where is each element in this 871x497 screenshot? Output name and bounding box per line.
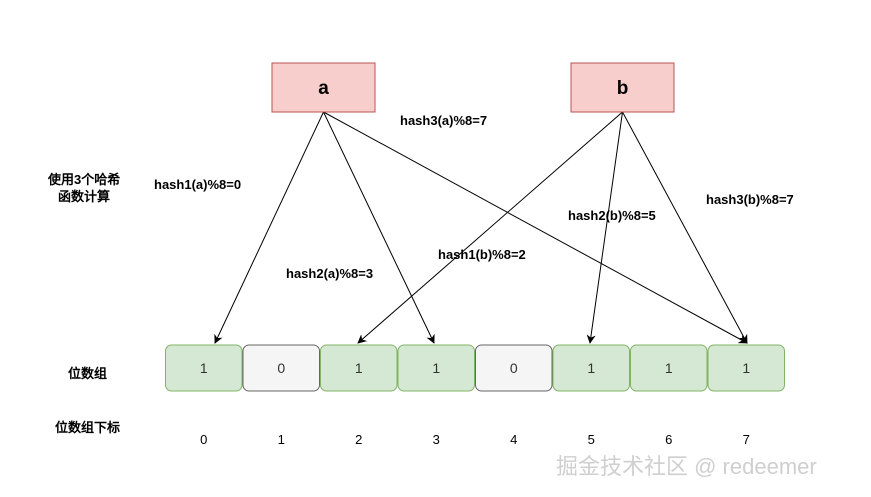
- bit-index-4: 4: [510, 432, 517, 447]
- element-a-box: [271, 62, 376, 113]
- bit-cell-7: 1: [707, 344, 785, 392]
- bit-index-5: 5: [588, 432, 595, 447]
- hash-label-hash2-b: hash2(b)%8=5: [568, 208, 656, 223]
- bit-index-7: 7: [743, 432, 750, 447]
- bit-cell-6: 1: [630, 344, 708, 392]
- bit-index-2: 2: [355, 432, 362, 447]
- bit-cell-box: [242, 344, 320, 392]
- bit-cell-0: 1: [165, 344, 243, 392]
- bit-cell-value: 1: [432, 360, 440, 376]
- bit-cell-value: 1: [200, 360, 208, 376]
- bit-cell-value: 1: [587, 360, 595, 376]
- bit-cell-box: [630, 344, 708, 392]
- bit-cell-box: [165, 344, 243, 392]
- hash-arrows: [214, 111, 748, 344]
- bit-index-1: 1: [278, 432, 285, 447]
- bit-index-0: 0: [200, 432, 207, 447]
- bit-cell-2: 1: [320, 344, 398, 392]
- watermark: 掘金技术社区 @ redeemer: [556, 454, 817, 479]
- bit-cell-box: [397, 344, 475, 392]
- arrow-a-to-bit-0: [214, 111, 324, 344]
- bit-cell-value: 1: [665, 360, 673, 376]
- arrow-b-to-bit-5: [586, 111, 623, 344]
- bit-array-label: 位数组: [68, 366, 107, 381]
- arrow-b-to-bit-7: [622, 111, 748, 344]
- bit-cell-value: 0: [277, 360, 285, 376]
- element-b: b: [570, 62, 675, 113]
- bit-cell-box: [707, 344, 785, 392]
- element-a-label: a: [318, 78, 329, 99]
- bit-array-indices: 0 1 2 3 4 5 6 7: [200, 432, 750, 447]
- bit-index-3: 3: [433, 432, 440, 447]
- bit-cell-box: [552, 344, 630, 392]
- element-b-box: [570, 62, 675, 113]
- hash-label-hash1-b: hash1(b)%8=2: [438, 247, 526, 262]
- element-b-label: b: [617, 78, 629, 99]
- hash-caption-line2: 函数计算: [58, 189, 110, 204]
- index-label: 位数组下标: [55, 420, 120, 435]
- bit-cell-5: 1: [552, 344, 630, 392]
- bit-cell-1: 0: [242, 344, 320, 392]
- bit-array: 1 0 1 1 0 1 1 1: [165, 344, 785, 392]
- bit-cell-value: 0: [510, 360, 518, 376]
- arrow-b-to-bit-2: [357, 111, 623, 344]
- bit-index-6: 6: [665, 432, 672, 447]
- arrow-a-to-bit-7: [323, 111, 748, 344]
- hash-label-hash1-a: hash1(a)%8=0: [154, 177, 241, 192]
- hash-label-hash3-a: hash3(a)%8=7: [400, 113, 487, 128]
- hash-caption-line1: 使用3个哈希: [47, 172, 120, 187]
- arrow-a-to-bit-3: [323, 111, 435, 344]
- bit-cell-4: 0: [475, 344, 553, 392]
- hash-label-hash3-b: hash3(b)%8=7: [706, 192, 794, 207]
- hash-label-hash2-a: hash2(a)%8=3: [286, 266, 373, 281]
- bit-cell-value: 1: [742, 360, 750, 376]
- bit-cell-value: 1: [355, 360, 363, 376]
- bit-cell-3: 1: [397, 344, 475, 392]
- bit-cell-box: [320, 344, 398, 392]
- bit-cell-box: [475, 344, 553, 392]
- element-a: a: [271, 62, 376, 113]
